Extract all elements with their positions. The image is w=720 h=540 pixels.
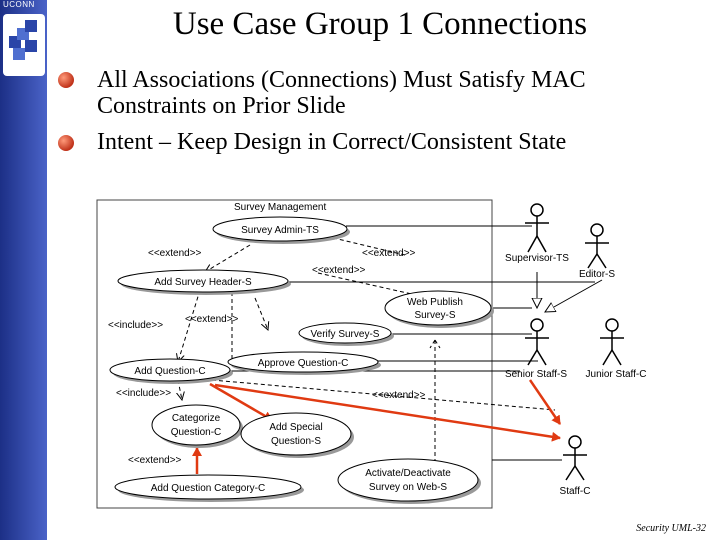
- bullet-2: Intent – Keep Design in Correct/Consiste…: [97, 129, 566, 155]
- use-case-activate-survey: Activate/Deactivate Survey on Web-S: [337, 458, 481, 504]
- bullet-icon: [58, 135, 74, 151]
- actor-editor: [585, 223, 609, 269]
- svg-text:Verify Survey-S: Verify Survey-S: [311, 329, 380, 340]
- svg-text:Approve Question-C: Approve Question-C: [258, 358, 349, 369]
- actor-junior-staff: [600, 318, 624, 366]
- stereotype-label: <<extend>>: [362, 248, 416, 259]
- left-sidebar: UCONN: [0, 0, 47, 540]
- use-case-web-publish: Web Publish Survey-S: [384, 290, 494, 328]
- actor-staff: [563, 435, 587, 481]
- boundary-label: Survey Management: [234, 202, 326, 213]
- actor-supervisor: [525, 203, 549, 253]
- svg-text:Survey Admin-TS: Survey Admin-TS: [241, 225, 319, 236]
- system-boundary: [96, 199, 493, 509]
- svg-text:Survey on Web-S: Survey on Web-S: [369, 482, 448, 493]
- stereotype-label: <<include>>: [116, 388, 171, 399]
- svg-text:Add Question Category-C: Add Question Category-C: [151, 483, 266, 494]
- use-case-approve-question: Approve Question-C: [227, 351, 381, 375]
- svg-text:Web Publish: Web Publish: [407, 297, 463, 308]
- svg-text:Survey-S: Survey-S: [414, 310, 455, 321]
- bullet-1-line-2: Constraints on Prior Slide: [97, 93, 346, 119]
- slide-footer: Security UML-32: [636, 523, 706, 534]
- use-case-survey-admin: Survey Admin-TS: [212, 216, 350, 244]
- use-case-categorize-question: Categorize Question-C: [151, 404, 243, 448]
- stereotype-label: <<extend>>: [312, 265, 366, 276]
- bullet-2-line-1: Intent – Keep Design in Correct/Consiste…: [97, 129, 567, 155]
- university-logo-icon: [3, 14, 45, 76]
- slide-title: Use Case Group 1 Connections: [172, 6, 588, 42]
- use-case-add-survey-header: Add Survey Header-S: [117, 269, 291, 295]
- stereotype-label: <<include>>: [108, 320, 163, 331]
- svg-text:Question-C: Question-C: [171, 427, 222, 438]
- brand-label: UCONN: [3, 0, 35, 9]
- use-case-add-special-question: Add Special Question-S: [240, 412, 354, 458]
- actor-label-senior-staff: Senior Staff-S: [505, 369, 567, 380]
- actor-label-junior-staff: Junior Staff-C: [586, 369, 647, 380]
- use-case-verify-survey: Verify Survey-S: [298, 322, 394, 346]
- use-case-add-question-category: Add Question Category-C: [114, 474, 304, 502]
- svg-text:Question-S: Question-S: [271, 436, 321, 447]
- svg-text:Add Survey Header-S: Add Survey Header-S: [154, 277, 252, 288]
- bullet-1: All Associations (Connections) Must Sati…: [97, 67, 586, 119]
- generalization-arrows: [537, 272, 603, 312]
- use-case-add-question: Add Question-C: [109, 358, 233, 384]
- stereotype-label: <<extend>>: [372, 390, 426, 401]
- stereotype-label: <<extend>>: [185, 314, 239, 325]
- actor-label-editor: Editor-S: [579, 269, 615, 280]
- stereotype-label: <<extend>>: [148, 248, 202, 259]
- actor-senior-staff: [525, 318, 549, 366]
- bullet-icon: [58, 72, 74, 88]
- actor-label-staff: Staff-C: [560, 486, 591, 497]
- svg-text:Add Special: Add Special: [269, 422, 322, 433]
- svg-text:Categorize: Categorize: [172, 413, 221, 424]
- actor-label-supervisor: Supervisor-TS: [505, 253, 569, 264]
- svg-text:Add Question-C: Add Question-C: [134, 366, 205, 377]
- bullet-1-line-1: All Associations (Connections) Must Sati…: [97, 67, 586, 93]
- highlight-arrows: [192, 379, 562, 474]
- svg-text:Activate/Deactivate: Activate/Deactivate: [365, 468, 451, 479]
- stereotype-label: <<extend>>: [128, 455, 182, 466]
- dependency-arrows: [178, 230, 556, 470]
